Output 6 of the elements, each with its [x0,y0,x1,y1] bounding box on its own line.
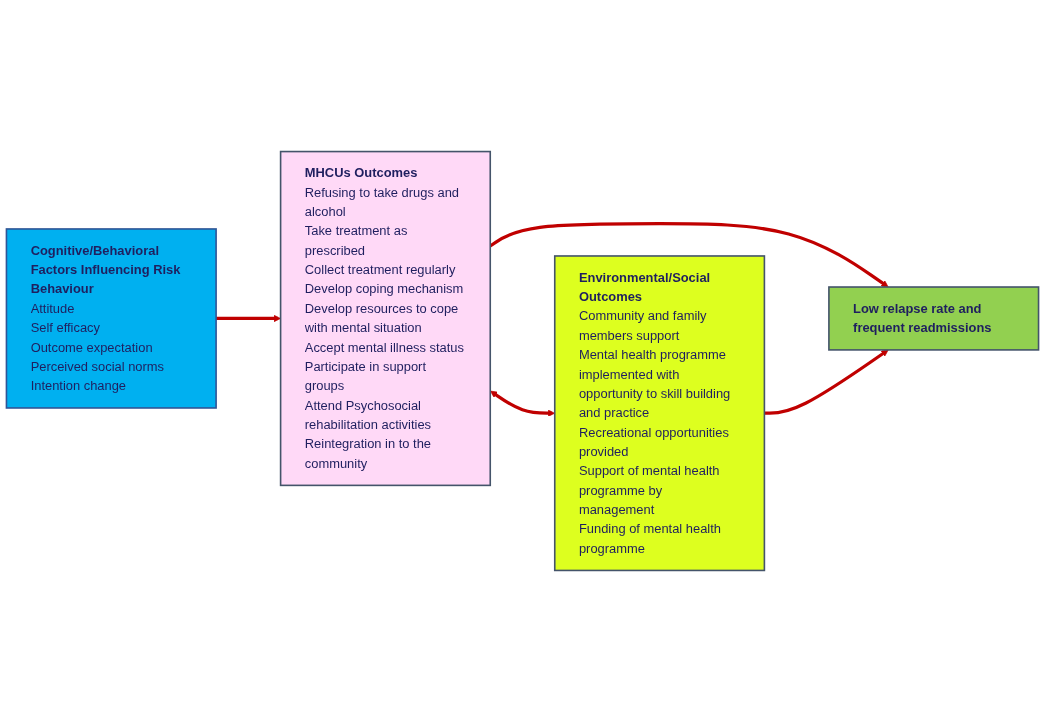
node-box: Cognitive/Behavioral Factors Influencing Risk Behaviour Attitude Self efficacy Outcome expectation Perceived social norms Intention change [5,228,217,409]
node-box: Low relapse rate and frequent readmissions [828,286,1040,351]
node-box: MHCUs Outcomes Refusing to take drugs and alcohol Take treatment as prescribed Collect treatment regularly Develop coping mechanism Develop resources to cope with mental situation Accept mental illness status Participate in support groups Attend Psychosocial rehabilitation activities Reintegration in to the community [279,150,492,487]
arrow [216,314,281,322]
arrow [764,349,889,415]
node-box: Environmental/Social Outcomes Community and family members support Mental health programme implemented with opportunity to skill building and practice Recreational opportunities provided Support of mental health programme by management Funding of mental health programme [553,255,766,572]
